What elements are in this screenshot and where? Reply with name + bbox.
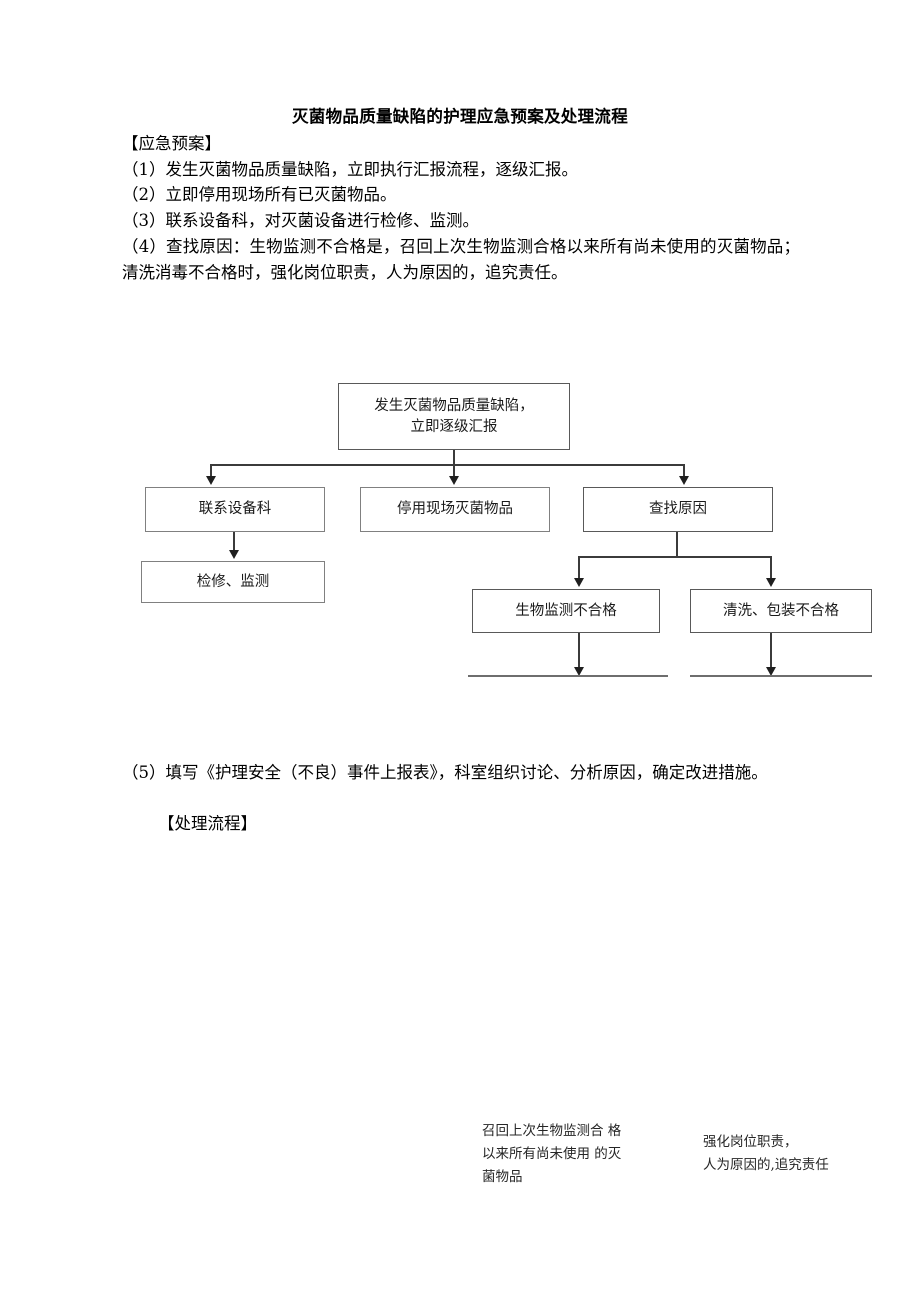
flow-node-suspend-items-label: 停用现场灭菌物品 (397, 501, 513, 517)
connector-horizontal-bus (210, 464, 684, 466)
flow-node-wash-pack-fail-label: 清洗、包装不合格 (723, 602, 839, 619)
plan-item-3: （3）联系设备科，对灭菌设备进行检修、监测。 (122, 211, 479, 230)
arrow-bus-to-suspend (449, 476, 459, 485)
plan-item-4: （4）查找原因：生物监测不合格是，召回上次生物监测合格以来所有尚未使用的灭菌物品… (122, 237, 800, 282)
plan-item-1: （1）发生灭菌物品质量缺陷，立即执行汇报流程，逐级汇报。 (122, 160, 578, 179)
arrow-bus-to-findcause (679, 476, 689, 485)
flow-node-suspend-items[interactable]: 停用现场灭菌物品 (360, 487, 550, 532)
flow-node-find-cause-label: 查找原因 (649, 501, 707, 517)
flow-node-contact-dept-label: 联系设备科 (198, 501, 272, 517)
connector-bio-to-recall (578, 633, 580, 673)
plan-item-5: （5）填写《护理安全（不良）事件上报表》，科室组织讨论、分析原因，确定改进措施。 (122, 763, 768, 782)
flow-node-contact-dept[interactable]: 联系设备科 (145, 487, 325, 532)
handling-process-heading: 【处理流程】 (158, 814, 257, 833)
flow-node-inspect-monitor[interactable]: 检修、监测 (141, 561, 325, 603)
flow-node-strengthen-duty-clipped[interactable] (690, 675, 872, 678)
arrow-contact-to-inspect (229, 550, 239, 559)
plan-item-2: （2）立即停用现场所有已灭菌物品。 (122, 185, 397, 204)
connector-wash-to-duty (770, 633, 772, 673)
connector-bus-to-suspend (453, 464, 455, 478)
page-title: 灭菌物品质量缺陷的护理应急预案及处理流程 (292, 107, 628, 126)
connector-contact-to-inspect (233, 532, 235, 552)
flow-node-inspect-monitor-label: 检修、监测 (196, 573, 270, 590)
arrow-split-to-bio (574, 578, 584, 587)
flow-node-start-line1: 发生灭菌物品质量缺陷， (374, 397, 534, 414)
arrow-bus-to-contact (206, 476, 216, 485)
annotation-recall-items: 召回上次生物监测合 格 以来所有尚未使用 的灭 菌物品 (482, 1123, 622, 1185)
connector-split-to-wash (770, 556, 772, 581)
flow-node-start[interactable]: 发生灭菌物品质量缺陷， 立即逐级汇报 (338, 383, 570, 450)
connector-findcause-down (676, 532, 678, 557)
flow-node-bio-fail-label: 生物监测不合格 (515, 602, 617, 619)
flow-node-bio-fail[interactable]: 生物监测不合格 (472, 589, 660, 633)
connector-bus-to-contact (210, 464, 212, 478)
flow-node-start-line2: 立即逐级汇报 (410, 418, 498, 435)
connector-bus-to-findcause (683, 464, 685, 478)
flow-node-wash-pack-fail[interactable]: 清洗、包装不合格 (690, 589, 872, 633)
flow-node-find-cause[interactable]: 查找原因 (583, 487, 773, 532)
connector-split-to-bio (578, 556, 580, 581)
arrow-split-to-wash (766, 578, 776, 587)
flow-node-recall-items-clipped[interactable] (468, 675, 668, 678)
connector-findcause-split-bus (578, 556, 772, 558)
emergency-plan-heading: 【应急预案】 (122, 134, 221, 153)
connector-start-down (453, 450, 455, 465)
annotation-strengthen-duty: 强化岗位职责， 人为原因的,追究责任 (703, 1134, 829, 1173)
